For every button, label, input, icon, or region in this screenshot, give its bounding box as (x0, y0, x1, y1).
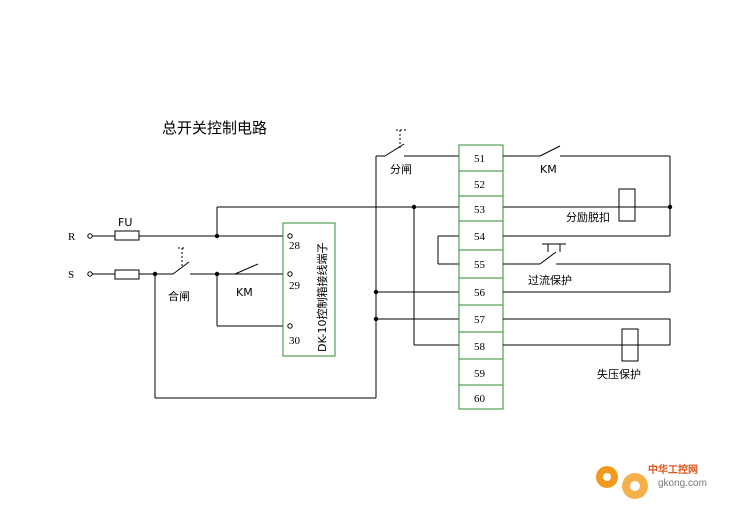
watermark-brand: 中华工控网 (648, 463, 698, 476)
watermark-url: gkong.com (658, 478, 707, 489)
terminal-strip: 51 52 53 54 55 56 57 58 59 60 (458, 144, 504, 410)
terminal-label: 57 (474, 314, 486, 326)
label-undervoltage: 失压保护 (597, 367, 641, 381)
label-s: S (68, 269, 74, 281)
watermark-logo: 中华工控网 gkong.com (596, 463, 707, 499)
open-switch-blade (384, 143, 405, 157)
label-r: R (68, 231, 76, 243)
terminal-label: 56 (474, 287, 486, 299)
r-input-terminal (87, 233, 93, 239)
terminal-label: 59 (474, 368, 486, 380)
dk10-terminal-box (282, 222, 336, 357)
terminal-label: 53 (474, 204, 486, 216)
terminal-label: 58 (474, 341, 486, 353)
junction-dot (667, 204, 673, 210)
label-km-left: KM (236, 286, 253, 299)
dk-terminal-28 (287, 233, 293, 239)
fuse-s (114, 269, 140, 280)
dk-terminal-29 (287, 271, 293, 277)
terminal-label: 51 (474, 153, 485, 165)
terminal-59 (458, 358, 504, 386)
s-input-terminal (87, 271, 93, 277)
overcurrent-contact (539, 251, 557, 265)
gear-icon-hole (630, 481, 640, 491)
dk-terminal-label: 29 (289, 280, 301, 292)
label-close: 合闸 (168, 289, 190, 303)
terminal-label: 60 (474, 393, 486, 405)
close-switch-blade (172, 261, 190, 275)
gear-icon-hole (603, 473, 611, 481)
terminal-label: 52 (474, 179, 485, 191)
label-km-right: KM (540, 163, 557, 176)
label-overcurrent: 过流保护 (528, 273, 572, 287)
fuse-fu-r (114, 230, 140, 241)
dk-terminal-30 (287, 323, 293, 329)
undervoltage-coil (621, 328, 639, 362)
km-contact-blade-left (234, 263, 259, 275)
terminal-label: 55 (474, 259, 486, 271)
terminal-51 (458, 144, 504, 172)
km-contact-blade-right (539, 145, 561, 157)
diagram-title: 总开关控制电路 (162, 119, 267, 137)
label-shunt-trip: 分励脱扣 (566, 210, 610, 224)
terminal-label: 54 (474, 231, 486, 243)
terminal-56 (458, 277, 504, 306)
terminal-60 (458, 384, 504, 410)
dk-terminal-label: 28 (289, 240, 301, 252)
shunt-trip-coil (618, 188, 636, 222)
dk10-block-label: DK-10控制箱接线端子 (315, 243, 329, 353)
terminal-52 (458, 170, 504, 197)
dk-terminal-label: 30 (289, 335, 301, 347)
terminal-53 (458, 195, 504, 222)
label-open: 分闸 (390, 163, 412, 176)
label-fu: FU (118, 216, 132, 229)
terminal-54 (458, 220, 504, 251)
